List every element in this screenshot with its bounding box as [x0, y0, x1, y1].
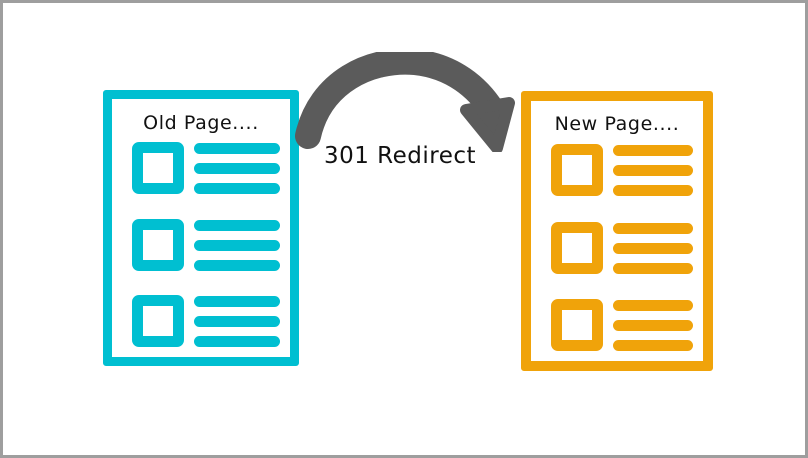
- old-page-title: Old Page....: [143, 112, 259, 134]
- text-line: [194, 220, 280, 231]
- list-item: [132, 142, 280, 196]
- old-page-document-card: Old Page....: [103, 90, 299, 366]
- old-page-row-list: [112, 99, 290, 357]
- new-page-row-list: [531, 101, 703, 361]
- checkbox-outline-icon: [132, 142, 184, 194]
- list-item: [551, 144, 693, 198]
- redirect-label: 301 Redirect: [323, 143, 477, 169]
- text-line: [194, 143, 280, 154]
- checkbox-outline-icon: [551, 144, 603, 196]
- text-line-group: [194, 219, 280, 271]
- new-page-title: New Page....: [554, 113, 680, 135]
- text-line: [613, 165, 693, 176]
- checkbox-outline-icon: [551, 222, 603, 274]
- text-line: [613, 300, 693, 311]
- text-line: [613, 145, 693, 156]
- list-item: [551, 222, 693, 276]
- text-line-group: [613, 144, 693, 196]
- checkbox-outline-icon: [132, 219, 184, 271]
- text-line: [613, 243, 693, 254]
- text-line: [194, 260, 280, 271]
- text-line: [194, 183, 280, 194]
- text-line: [613, 320, 693, 331]
- text-line: [194, 240, 280, 251]
- list-item: [132, 219, 280, 273]
- text-line-group: [194, 142, 280, 194]
- text-line-group: [613, 222, 693, 274]
- list-item: [132, 295, 280, 349]
- checkbox-outline-icon: [551, 299, 603, 351]
- text-line: [194, 296, 280, 307]
- new-page-document-card: New Page....: [521, 91, 713, 371]
- curved-arrow-right-icon: [295, 52, 515, 152]
- checkbox-outline-icon: [132, 295, 184, 347]
- text-line: [613, 340, 693, 351]
- text-line: [194, 316, 280, 327]
- text-line-group: [613, 299, 693, 351]
- text-line: [613, 263, 693, 274]
- text-line: [194, 336, 280, 347]
- text-line-group: [194, 295, 280, 347]
- text-line: [613, 223, 693, 234]
- list-item: [551, 299, 693, 353]
- text-line: [194, 163, 280, 174]
- text-line: [613, 185, 693, 196]
